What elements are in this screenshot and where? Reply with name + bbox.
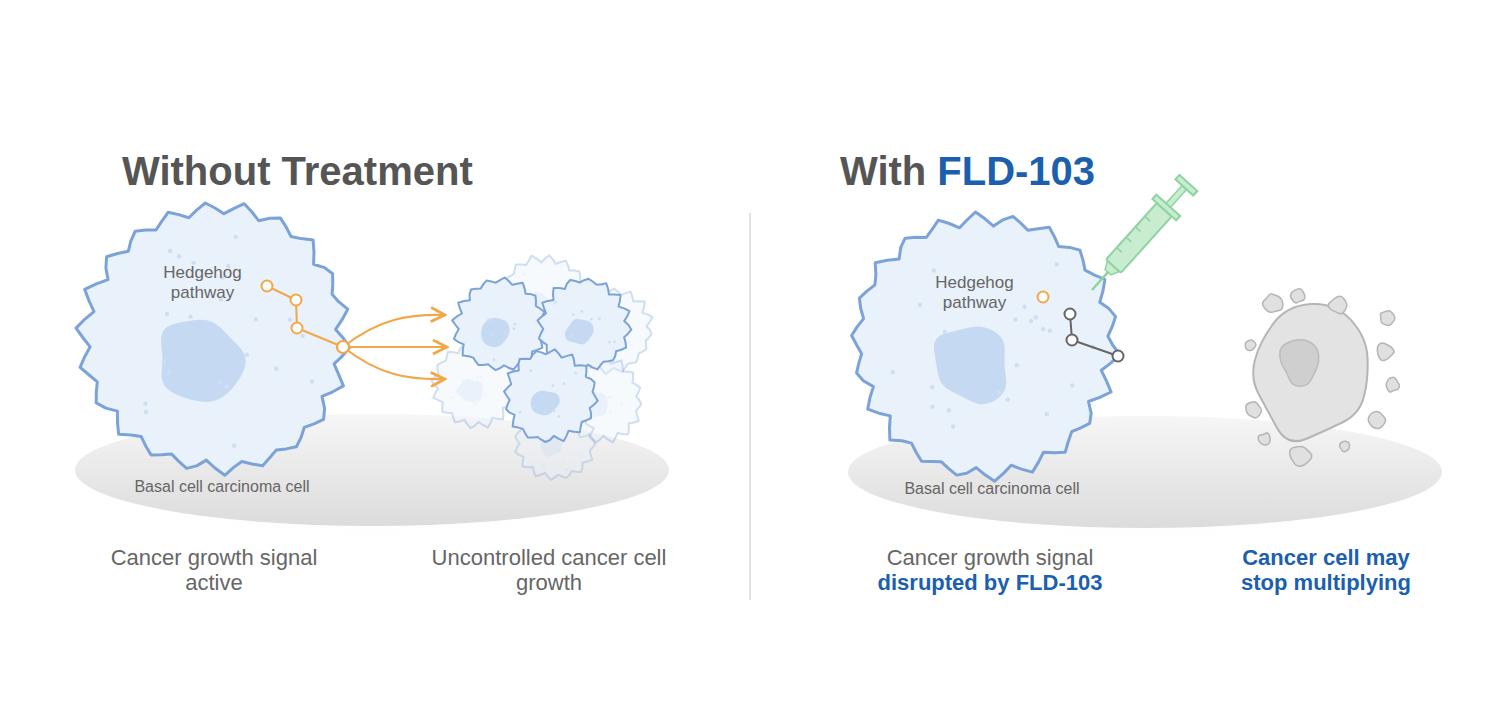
cell-label: Basal cell carcinoma cell (134, 478, 309, 496)
caption: Uncontrolled cancer cell growth (429, 545, 669, 596)
caption: Cancer growth signal active (94, 545, 334, 596)
growth-arrows (337, 315, 447, 379)
syringe (1080, 172, 1200, 300)
caption-emphasis: Cancer cell may stop multiplying (1224, 545, 1429, 596)
cell-label: Basal cell carcinoma cell (904, 480, 1079, 498)
cell (76, 203, 350, 475)
pathway-label: Hedgehog pathway (140, 263, 265, 302)
caption: Cancer growth signal (887, 545, 1094, 570)
hedgehog-pathway (262, 281, 344, 348)
panel-heading: With (840, 148, 926, 194)
cell (504, 349, 598, 442)
panel-heading: Without Treatment (122, 148, 473, 194)
pathway-label: Hedgehog pathway (912, 273, 1037, 312)
disrupted-pathway (1038, 292, 1124, 362)
dead-cell-debris (1245, 289, 1399, 467)
divider (749, 213, 751, 600)
caption-emphasis: disrupted by FLD-103 (878, 570, 1103, 595)
cell (852, 212, 1120, 481)
drug-name: FLD-103 (937, 148, 1095, 194)
